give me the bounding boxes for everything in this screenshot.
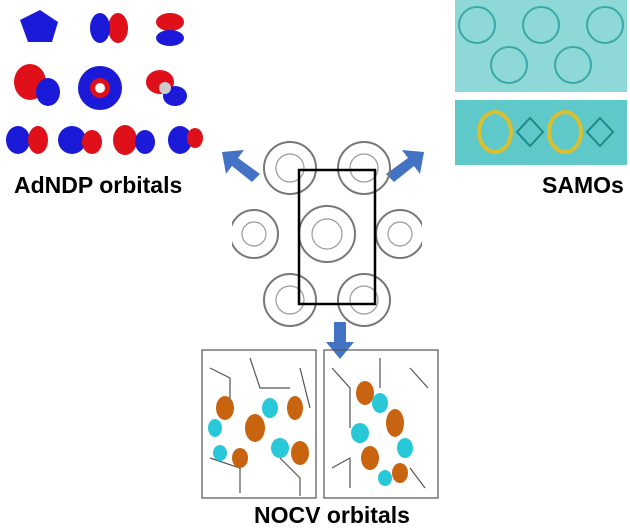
orbital-row-2 (14, 64, 187, 110)
fullerene-cage (337, 141, 391, 195)
fullerene-cage (263, 273, 317, 327)
nocv-orbitals-image (201, 349, 439, 499)
fullerene-cage (375, 209, 422, 259)
unit-cell-frame (297, 168, 377, 306)
fullerene-lattice-image (232, 141, 422, 327)
fullerene-cage (298, 205, 356, 263)
nocv-orbitals-label: NOCV orbitals (254, 502, 410, 528)
fullerene-cage (232, 209, 279, 259)
orbital-row-1 (20, 10, 184, 46)
samos-image (455, 0, 627, 165)
arrow-up-right-icon (386, 150, 424, 182)
adndp-orbitals-image (6, 10, 203, 155)
fullerene-cage (263, 141, 317, 195)
samos-label: SAMOs (542, 172, 624, 198)
arrow-up-left-icon (222, 150, 260, 182)
adndp-orbitals-label: AdNDP orbitals (14, 172, 183, 198)
orbital-row-3 (6, 125, 203, 155)
fullerene-cage (337, 273, 391, 327)
